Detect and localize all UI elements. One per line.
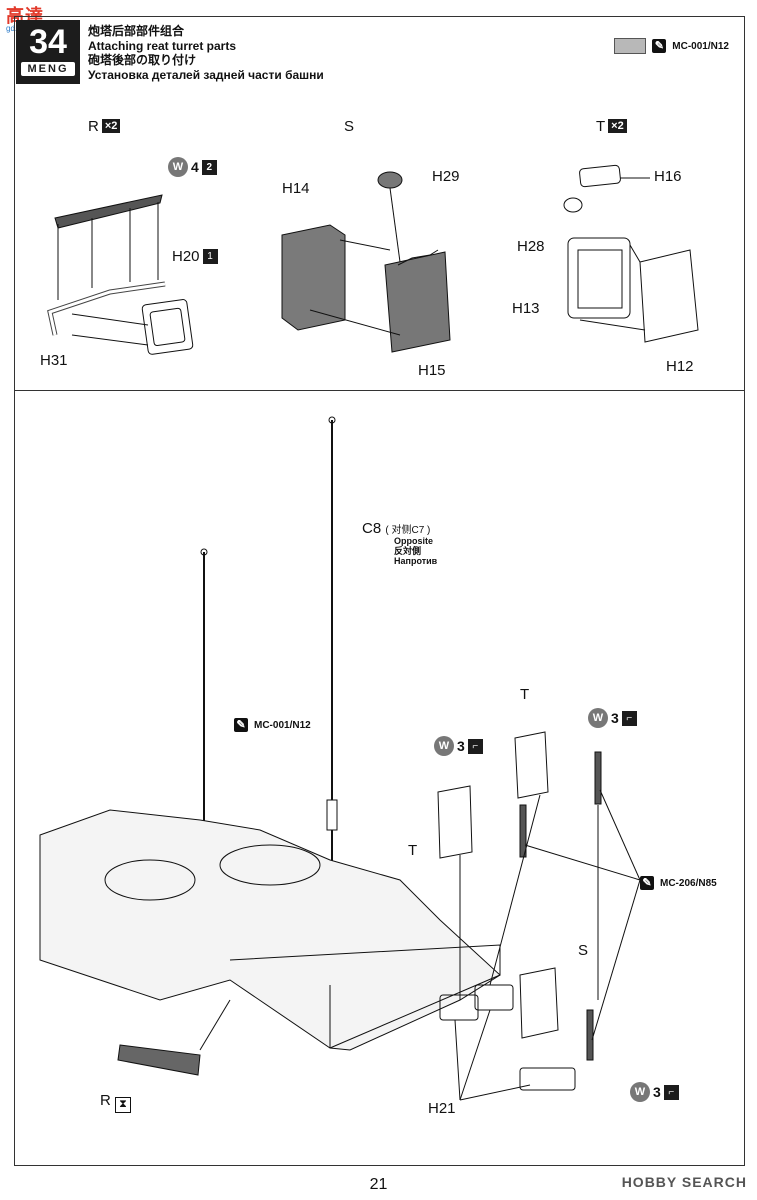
brand-logo: MENG (21, 62, 75, 76)
opposite-ru: Напротив (394, 556, 438, 566)
title-zh: 炮塔后部部件组合 (88, 24, 185, 38)
step-ref-w3-left: W 3 ⌐ (434, 736, 483, 756)
part-label-h14: H14 (282, 180, 310, 197)
paint-code: MC-001/N12 (672, 40, 729, 52)
title-en: Attaching reat turret parts (88, 38, 237, 53)
part-label-h28: H28 (517, 238, 545, 255)
opposite-en: Opposite (394, 536, 434, 546)
strap-t-right (594, 751, 602, 805)
bracket-h21-c (519, 1067, 576, 1091)
w-number: 4 (191, 159, 199, 175)
part-label-h31: H31 (40, 352, 68, 369)
opposite-part-note: ( 对侧C7 ) (385, 525, 431, 536)
part-label-h12: H12 (666, 358, 694, 375)
hatch-left (104, 859, 196, 901)
title-ja: 砲塔後部の取り付け (88, 53, 197, 67)
hatch-right (219, 844, 321, 886)
w-number: 3 (653, 1084, 661, 1100)
brush-icon: ✎ (640, 876, 654, 890)
boot-icon: ⌐ (467, 738, 483, 754)
jerrycan-body-h15 (384, 251, 451, 353)
step-badge: 34 MENG (16, 20, 80, 84)
part-label-h16: H16 (654, 168, 682, 185)
part-group-r: R×2 (88, 118, 121, 135)
part-label-h13: H13 (512, 300, 540, 317)
group-letter: R (100, 1092, 111, 1109)
part-label-h29: H29 (432, 168, 460, 185)
page-frame (14, 16, 745, 1166)
paint-reference-antenna: ✎ MC-001/N12 (234, 718, 311, 732)
title-ru: Установка деталей задней части башни (88, 67, 324, 82)
boot-icon: ⌐ (621, 710, 637, 726)
order-badge: 1 (202, 249, 218, 264)
part-group-t: T×2 (596, 118, 627, 135)
group-letter: R (88, 118, 99, 135)
boot-icon: ⌐ (663, 1084, 679, 1100)
cap-part-h29 (377, 171, 403, 189)
brush-icon: ✎ (652, 39, 667, 53)
qty-badge: ×2 (101, 119, 121, 133)
part-label-h15: H15 (418, 362, 446, 379)
jerrycan-t-left (437, 785, 473, 859)
paint-reference-top: ✎ MC-001/N12 (614, 38, 729, 54)
strap-s (586, 1009, 594, 1061)
footer-logo: HOBBY SEARCH (621, 1174, 747, 1190)
jerrycan-label-t-lower: T (408, 842, 418, 859)
jerrycan-s (519, 967, 559, 1039)
jerrycan-t-right (514, 731, 549, 799)
step-ref-w4: W 4 2 (168, 157, 217, 177)
part-group-s: S (344, 118, 355, 135)
grille-mesh-part (54, 194, 163, 229)
grille-label-r: R ⧗ (100, 1092, 132, 1113)
paint-code: MC-001/N12 (254, 719, 311, 731)
cap-part-h28 (563, 197, 583, 213)
paint-reference-straps: ✎ MC-206/N85 (640, 876, 717, 890)
grille-bottom (117, 1044, 201, 1076)
step-titles: 炮塔后部部件组合 Attaching reat turret parts 砲塔後… (88, 24, 324, 82)
paint-code: MC-206/N85 (660, 877, 717, 889)
page-number: 21 (369, 1176, 388, 1193)
bracket-h21-b (474, 984, 514, 1011)
paint-swatch (614, 38, 647, 54)
w-number: 3 (611, 710, 619, 726)
w-icon: W (630, 1082, 650, 1102)
opposite-note: Opposite 反対側 Напротив (394, 536, 437, 566)
jerrycan-label-s: S (578, 942, 589, 959)
w-number: 3 (457, 738, 465, 754)
part-label-c8: C8 ( 对侧C7 ) (362, 520, 430, 537)
jerrycan-panel-h14 (281, 224, 346, 331)
jerrycan-body-h12 (639, 249, 699, 343)
step-ref-w3-right: W 3 ⌐ (588, 708, 637, 728)
cap-plate-h16 (579, 164, 621, 188)
group-letter: T (596, 118, 606, 135)
section-separator (14, 390, 745, 391)
w-icon: W (168, 157, 188, 177)
frame-part-h13 (567, 237, 631, 319)
jerrycan-label-t-upper: T (520, 686, 530, 703)
step-number: 34 (29, 23, 67, 61)
w-icon: W (434, 736, 454, 756)
part-label-h21: H21 (428, 1100, 456, 1117)
turret-hull (39, 809, 501, 1051)
opposite-ja: 反対側 (394, 546, 422, 556)
hourglass-icon: ⧗ (115, 1097, 132, 1113)
part-code: C8 (362, 520, 382, 537)
step-ref-w3-bottom: W 3 ⌐ (630, 1082, 679, 1102)
order-badge: 2 (201, 159, 217, 175)
part-label-h20: H20 1 (172, 248, 218, 265)
plate-part-h20 (141, 299, 194, 355)
bracket-h21-a (439, 994, 479, 1021)
part-code: H20 (172, 248, 200, 265)
brush-icon: ✎ (234, 718, 248, 732)
qty-badge: ×2 (608, 119, 627, 133)
strap-t-left (519, 804, 527, 858)
w-icon: W (588, 708, 608, 728)
